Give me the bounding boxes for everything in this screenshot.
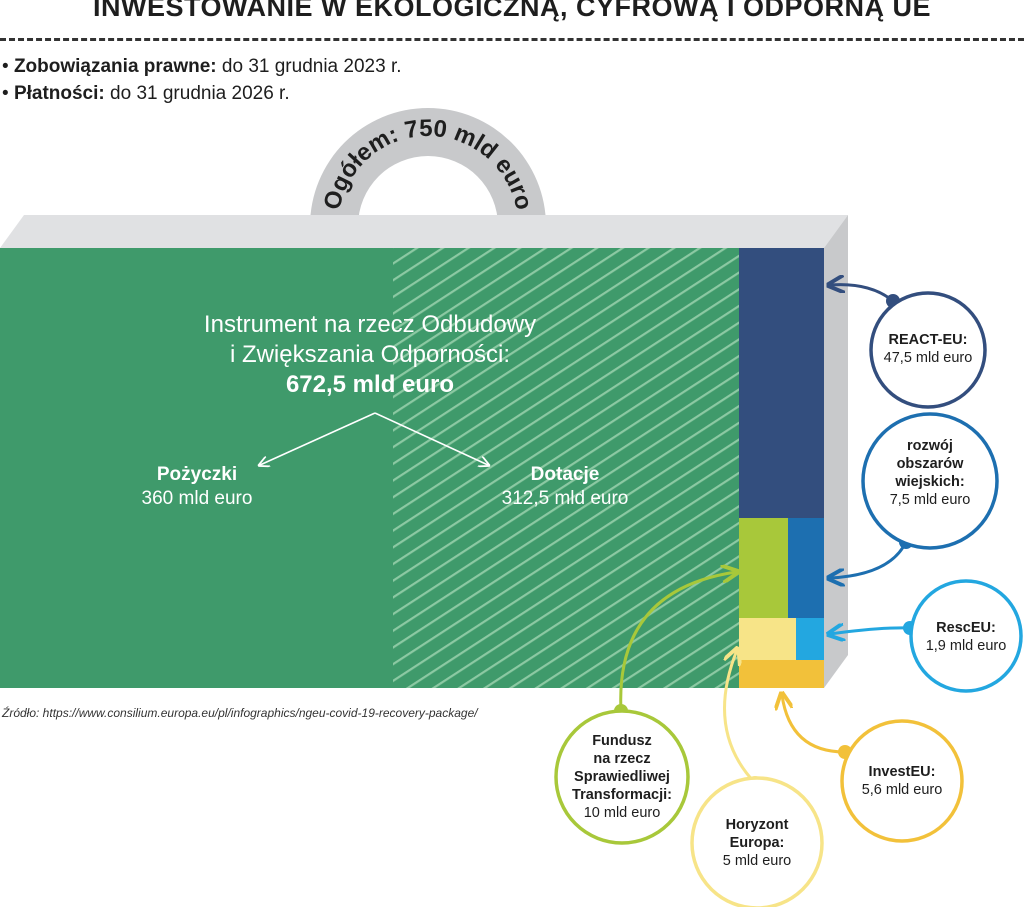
loans-value: 360 mld euro	[141, 488, 253, 509]
jtf-segment	[739, 518, 788, 618]
loans-label: Pożyczki 360 mld euro	[112, 463, 282, 511]
investeu-segment	[739, 660, 824, 688]
react-eu-circle	[869, 291, 987, 409]
jtf-circle	[554, 709, 690, 845]
source-note: Źródło: https://www.consilium.europa.eu/…	[2, 706, 478, 720]
investeu-connector	[782, 695, 846, 754]
grants-name: Dotacje	[530, 464, 600, 485]
suitcase-handle	[310, 108, 546, 226]
split-arrow-grants	[374, 412, 488, 465]
jtf-connector	[619, 572, 736, 712]
loans-name: Pożyczki	[156, 464, 238, 485]
investeu-label: InvestEU:5,6 mld euro	[861, 764, 943, 798]
bullet-text: do 31 grudnia 2026 r.	[104, 83, 290, 104]
horizon-segment	[739, 618, 796, 660]
rural-connector	[830, 541, 908, 578]
resceu-label: RescEU:1,9 mld euro	[925, 620, 1007, 654]
grants-label: Dotacje 312,5 mld euro	[470, 463, 660, 511]
suitcase-top	[0, 215, 848, 248]
bullet-label: Zobowiązania prawne:	[13, 56, 217, 77]
rural-circle	[861, 412, 999, 550]
react-eu-segment	[739, 248, 824, 518]
rrf-line2: i Zwiększania Odporności:	[229, 341, 511, 368]
react-eu-label: REACT-EU:47,5 mld euro	[883, 332, 973, 366]
rrf-label: Instrument na rzecz Odbudowy i Zwiększan…	[120, 310, 620, 400]
bullet-label: Płatności:	[13, 83, 105, 104]
rrf-value: 672,5 mld euro	[285, 371, 455, 398]
bullet-text: do 31 grudnia 2023 r.	[216, 56, 402, 77]
bullet-legal-commitments: • Zobowiązania prawne: do 31 grudnia 202…	[2, 56, 402, 77]
resceu-segment	[796, 618, 824, 660]
horizon-circle	[690, 776, 824, 907]
investeu-circle	[840, 719, 964, 843]
horizon-connector	[723, 650, 757, 785]
split-arrow-loans	[260, 412, 376, 465]
grants-segment	[393, 248, 739, 688]
page-title: INWESTOWANIE W EKOLOGICZNĄ, CYFROWĄ I OD…	[93, 0, 931, 22]
rrf-line1: Instrument na rzecz Odbudowy	[203, 311, 537, 338]
loans-segment	[0, 248, 393, 688]
title-divider	[0, 38, 1024, 41]
grants-value: 312,5 mld euro	[501, 488, 629, 509]
bullet-payments: • Płatności: do 31 grudnia 2026 r.	[2, 83, 290, 104]
resceu-circle	[909, 579, 1023, 693]
rural-segment	[788, 518, 824, 618]
